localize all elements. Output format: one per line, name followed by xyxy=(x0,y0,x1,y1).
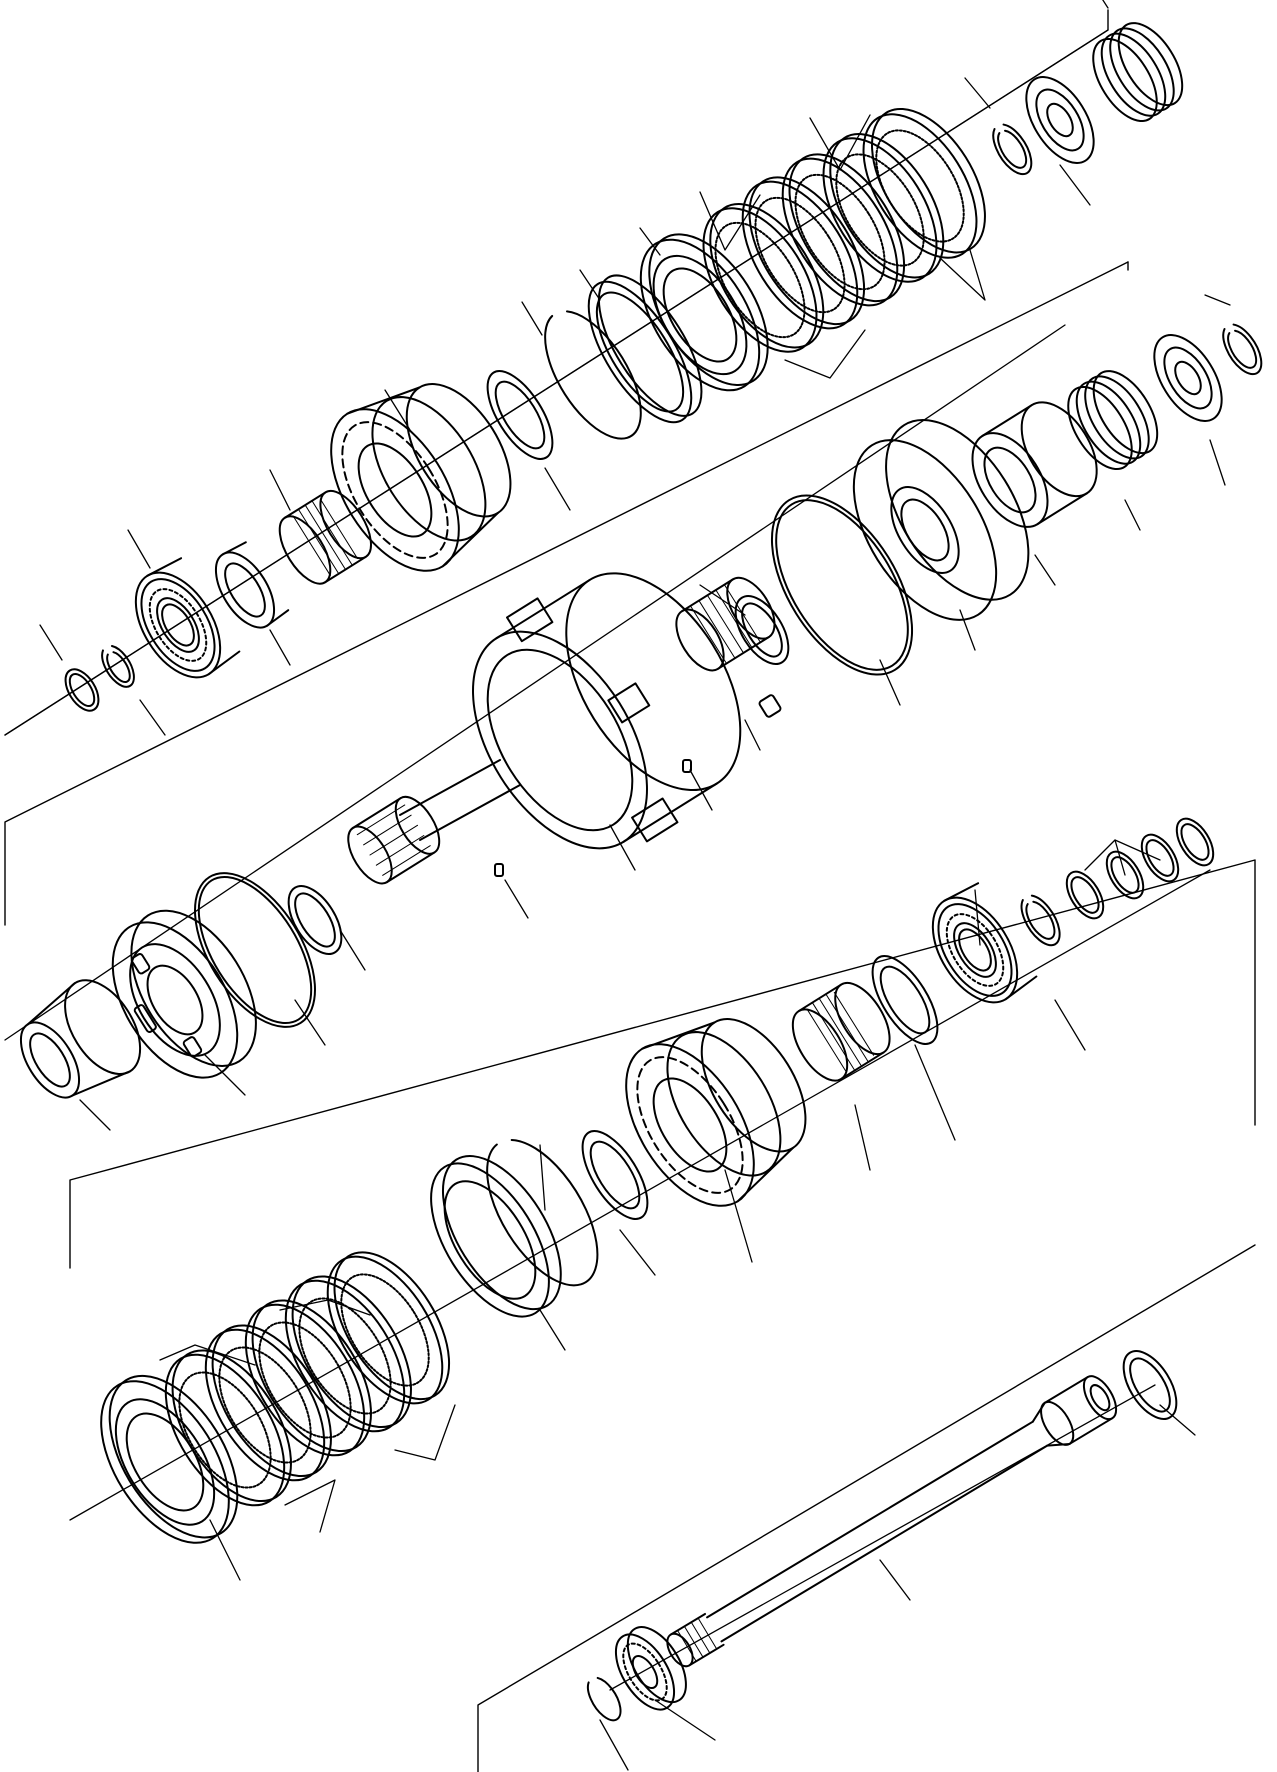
o-ring-left xyxy=(170,853,339,1048)
ball-bearing-upper xyxy=(118,556,241,693)
output-shaft xyxy=(659,1371,1123,1676)
output-shaft-assembly xyxy=(582,1342,1187,1725)
seal-ring-left xyxy=(278,877,352,963)
piston-left xyxy=(87,889,282,1100)
spring-retainer-right xyxy=(1141,324,1236,433)
seal-ring-output xyxy=(1113,1342,1187,1428)
shaft-housing-assembly xyxy=(4,319,1269,1115)
seal-ring-right xyxy=(725,587,799,673)
circlip-lower xyxy=(1015,890,1068,951)
thrust-washer-lower xyxy=(570,1121,660,1229)
center-axes xyxy=(5,30,1210,1690)
clutch-housing-drum xyxy=(431,533,783,889)
spring-retainer-upper xyxy=(1013,66,1108,175)
splined-shaft-end xyxy=(339,790,448,891)
plug-1 xyxy=(683,760,691,772)
o-ring-right xyxy=(743,472,941,699)
lower-clutch-pack xyxy=(75,813,1221,1565)
spring-right xyxy=(1055,360,1170,479)
leader-lines xyxy=(40,0,1230,1770)
back-plate-lower xyxy=(407,1136,585,1336)
ball-bearing-lower xyxy=(915,881,1038,1018)
spring-upper xyxy=(1080,12,1195,131)
snap-ring-output xyxy=(582,1674,627,1726)
needle-bearing-upper xyxy=(270,483,382,592)
plug-3 xyxy=(758,694,781,718)
thrust-washer-upper xyxy=(475,361,565,469)
clutch-plates-upper xyxy=(616,90,1008,411)
circlip-1 xyxy=(97,642,141,692)
piston-right xyxy=(825,395,1058,644)
snap-ring-upper xyxy=(526,296,660,454)
plug-2 xyxy=(495,864,503,876)
snap-ring-1 xyxy=(59,664,105,717)
thrust-washer-lower-2 xyxy=(860,946,950,1054)
shaft-body xyxy=(400,760,520,840)
gear-lower xyxy=(600,988,835,1228)
ball-bearing-output xyxy=(604,1617,698,1719)
gear-upper xyxy=(305,353,540,593)
upper-clutch-pack xyxy=(59,12,1195,716)
clutch-plates-lower xyxy=(75,1233,473,1565)
snap-ring-right xyxy=(1216,319,1269,380)
needle-bearing-lower xyxy=(782,974,901,1090)
bushing-left xyxy=(4,967,156,1116)
seal-rings-lower xyxy=(1059,813,1220,925)
spring-guide xyxy=(957,389,1112,540)
spacer-upper xyxy=(204,541,289,638)
snap-ring-upper-2 xyxy=(986,119,1039,180)
snap-ring-lower xyxy=(465,1122,620,1303)
